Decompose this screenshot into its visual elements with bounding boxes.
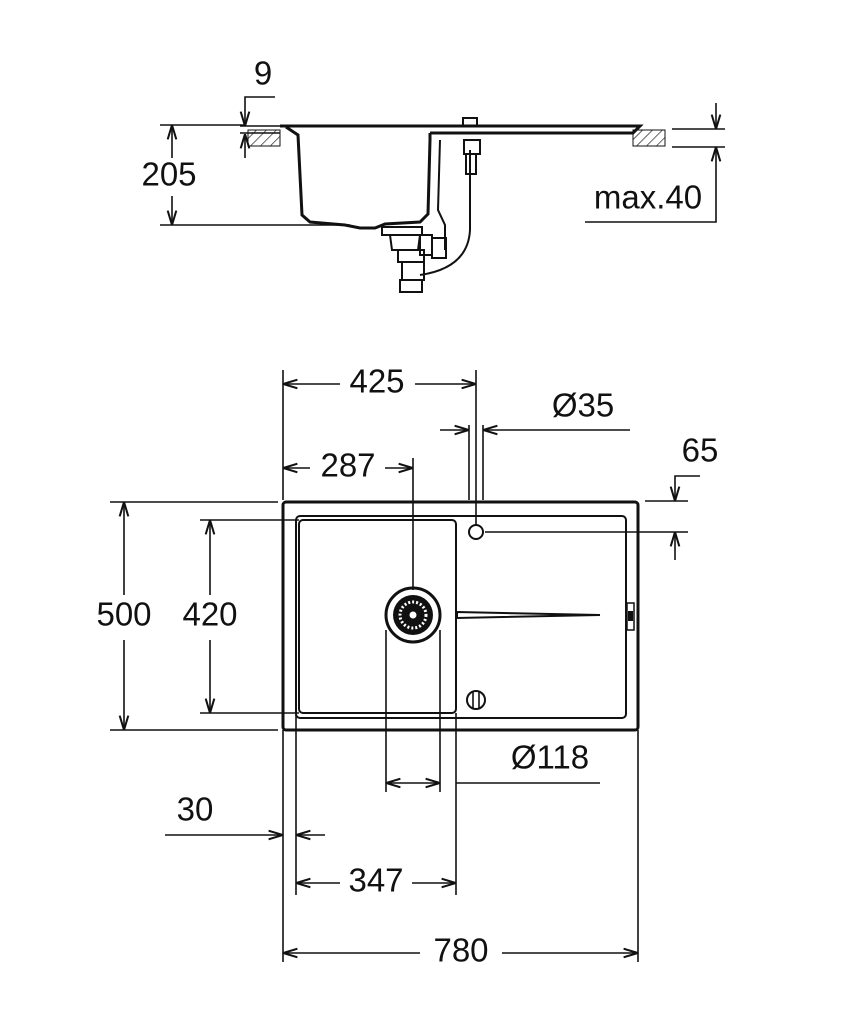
drain-icon <box>384 586 442 644</box>
dim-label-287: 287 <box>320 447 375 484</box>
dim-line-max40 <box>585 147 716 223</box>
drain-assembly <box>381 117 481 293</box>
dim-label-65: 65 <box>682 432 719 469</box>
dim-label-max40: max.40 <box>594 179 702 216</box>
dim-label-d118: Ø118 <box>511 739 589 776</box>
dim-label-425: 425 <box>349 363 404 400</box>
dim-label-420: 420 <box>182 596 237 633</box>
sink-inner-edge <box>295 515 627 719</box>
dim-label-30: 30 <box>177 791 214 828</box>
dim-label-347: 347 <box>348 862 403 899</box>
overflow-icon <box>466 690 486 710</box>
dim-label-d35: Ø35 <box>552 387 614 424</box>
drainer-groove <box>456 610 601 620</box>
sink-rim <box>280 124 644 135</box>
sink-basin <box>285 125 432 230</box>
dim-label-780: 780 <box>433 932 488 969</box>
countertop-right <box>632 129 666 147</box>
dim-line-9 <box>245 96 275 126</box>
side-view: 9 205 max.40 <box>141 55 725 293</box>
dim-label-205: 205 <box>141 156 196 193</box>
tap-hole <box>468 524 484 540</box>
plan-view: 425 Ø35 65 287 500 420 Ø11 <box>96 363 718 969</box>
dim-label-9: 9 <box>254 55 272 92</box>
dim-label-500: 500 <box>96 596 151 633</box>
sink-outline <box>281 500 640 732</box>
overflow-slot <box>626 602 635 631</box>
